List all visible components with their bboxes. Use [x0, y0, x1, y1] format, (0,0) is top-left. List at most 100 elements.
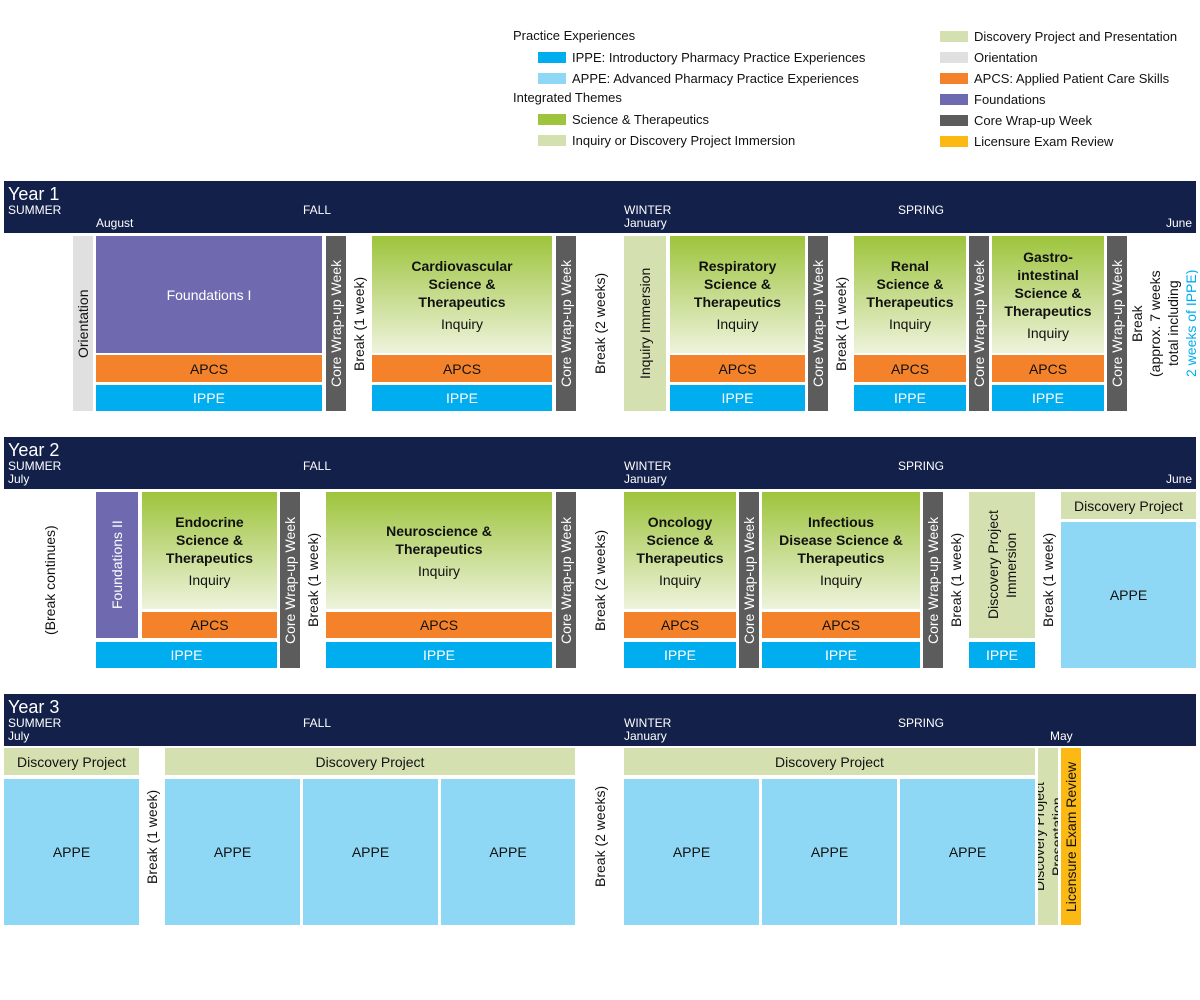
- legend-item: Foundations: [940, 91, 1046, 107]
- block-title: APPE: [52, 844, 91, 860]
- ippe-block: IPPE: [854, 385, 966, 411]
- ippe-block: IPPE: [762, 642, 920, 668]
- block-title: APCS: [190, 617, 229, 633]
- month-end: June: [1165, 472, 1192, 486]
- block-title: Discovery Project Immersion: [985, 510, 1019, 620]
- block-title: Infectious Disease Science & Therapeutic…: [779, 513, 903, 566]
- block-subtitle: Inquiry: [819, 571, 863, 588]
- appe-block: APPE: [303, 779, 438, 925]
- block-title: Oncology Science & Therapeutics: [636, 513, 724, 566]
- break-block: Break (2 weeks): [580, 748, 620, 925]
- block-title: APCS: [660, 617, 700, 633]
- break-block: Break (1 week): [831, 236, 851, 411]
- block-title: Core Wrap-up Week: [1109, 259, 1125, 388]
- month-start: July: [8, 729, 30, 743]
- month-start: August: [96, 216, 134, 230]
- legend-swatch: [538, 134, 566, 146]
- season-summer: SUMMER: [8, 716, 62, 730]
- block-title: IPPE: [170, 647, 203, 663]
- legend-swatch: [940, 93, 968, 105]
- block-title: Break (2 weeks): [592, 785, 608, 888]
- apcs-block: APCS: [142, 612, 277, 638]
- block-title: Respiratory Science & Therapeutics: [693, 257, 782, 310]
- block-title: IPPE: [1032, 390, 1064, 406]
- month-winter: January: [624, 216, 667, 230]
- core-block: Core Wrap-up Week: [556, 236, 576, 411]
- block-subtitle: Inquiry: [716, 315, 759, 332]
- block-title: Break (2 weeks): [592, 529, 608, 631]
- legend-heading-practice: Practice Experiences: [513, 28, 636, 43]
- licensure-block: Licensure Exam Review: [1061, 748, 1081, 925]
- core-block: Core Wrap-up Week: [969, 236, 989, 411]
- legend-heading-themes: Integrated Themes: [513, 90, 622, 105]
- core-block: Core Wrap-up Week: [1107, 236, 1127, 411]
- block-title: Discovery Project: [1074, 497, 1183, 514]
- legend-item: Licensure Exam Review: [940, 134, 1113, 149]
- foundations-block: Foundations II: [96, 492, 138, 638]
- legend-label: Core Wrap-up Week: [974, 112, 1093, 128]
- apcs-block: APCS: [96, 355, 322, 382]
- apcs-block: APCS: [624, 612, 736, 638]
- science-block: Infectious Disease Science & Therapeutic…: [762, 492, 920, 609]
- legend-swatch: [940, 114, 968, 126]
- legend-label: Science & Therapeutics: [572, 111, 710, 127]
- legend-label: IPPE: Introductory Pharmacy Practice Exp…: [572, 49, 866, 65]
- block-title: Break (1 week): [833, 276, 849, 371]
- block-title: Cardiovascular Science & Therapeutics: [411, 257, 513, 310]
- ippe-block: IPPE: [96, 642, 277, 668]
- inquiry-block: Discovery Project: [624, 748, 1035, 775]
- block-title: Break (2 weeks): [592, 272, 608, 375]
- legend-swatch: [940, 72, 968, 84]
- legend-item: Science & Therapeutics: [538, 111, 710, 127]
- foundations-block: Foundations I: [96, 236, 322, 353]
- block-title: Core Wrap-up Week: [925, 516, 941, 644]
- block-subtitle: Inquiry: [188, 571, 231, 588]
- block-title: Break (1 week): [305, 532, 321, 628]
- block-subtitle: Inquiry: [417, 562, 461, 579]
- block-title: Break (approx. 7 weeks total including: [1130, 270, 1181, 377]
- block-title: Orientation: [75, 289, 91, 358]
- block-title: Core Wrap-up Week: [971, 259, 987, 388]
- month-end: June: [1165, 216, 1192, 230]
- block-title: APPE: [948, 844, 987, 860]
- block-title: Core Wrap-up Week: [741, 516, 757, 644]
- legend-label: Foundations: [974, 91, 1046, 107]
- block-title: APPE: [810, 844, 849, 860]
- legend-label: APPE: Advanced Pharmacy Practice Experie…: [572, 70, 859, 86]
- month-start: July: [8, 472, 30, 486]
- legend-swatch: [538, 113, 566, 125]
- core-block: Core Wrap-up Week: [280, 492, 300, 668]
- block-title: IPPE: [193, 390, 225, 406]
- legend-swatch: [940, 30, 968, 42]
- ippe-block: IPPE: [326, 642, 552, 668]
- appe-block: APPE: [1061, 522, 1196, 668]
- block-title: Discovery Project: [17, 753, 126, 770]
- year-label: Year 3: [8, 697, 60, 717]
- season-spring: SPRING: [898, 459, 945, 473]
- block-title: APCS: [890, 360, 930, 377]
- season-spring: SPRING: [898, 716, 945, 730]
- block-title: Core Wrap-up Week: [810, 259, 826, 388]
- appe-block: APPE: [441, 779, 575, 925]
- ippe-block: IPPE: [969, 642, 1035, 668]
- block-title: (Break continues): [42, 525, 58, 635]
- legend-swatch: [538, 72, 566, 84]
- year-label: Year 1: [8, 184, 60, 204]
- block-title: Neuroscience & Therapeutics: [386, 522, 492, 557]
- break-block: (Break continues): [30, 492, 70, 668]
- season-fall: FALL: [303, 203, 332, 217]
- block-title: Core Wrap-up Week: [558, 516, 574, 644]
- month-winter: January: [624, 472, 667, 486]
- ippe-block: IPPE: [372, 385, 552, 411]
- block-title: Foundations II: [109, 520, 125, 610]
- legend-item: IPPE: Introductory Pharmacy Practice Exp…: [538, 49, 866, 65]
- season-fall: FALL: [303, 716, 332, 730]
- ippe-block: IPPE: [992, 385, 1104, 411]
- inquiry-block: Discovery Project Presentation: [1038, 748, 1058, 925]
- break-block: Break (1 week): [303, 492, 323, 668]
